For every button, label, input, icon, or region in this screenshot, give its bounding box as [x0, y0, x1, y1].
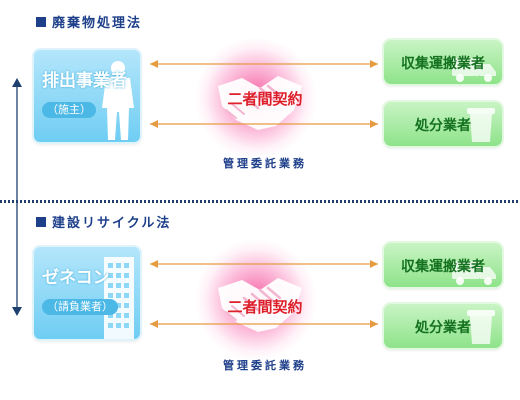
discharger-label: 排出事業者: [42, 71, 127, 91]
contract-arrows: [150, 60, 378, 128]
section-title-waste-law: 廃棄物処理法: [36, 12, 142, 31]
building-icon: [104, 257, 134, 339]
disposal-box: 処分業者: [384, 304, 502, 348]
management-outsourcing-label: 管理委託業務: [223, 157, 307, 170]
collection-transport-box: 収集運搬業者: [384, 40, 502, 84]
two-party-contract-label: 二者間契約: [227, 298, 303, 316]
handshake-icon: [218, 278, 302, 332]
collection-transport-box: 収集運搬業者: [384, 243, 502, 287]
contractor-sub-label: （請負業者）: [42, 299, 118, 315]
disposal-box: 処分業者: [384, 102, 502, 146]
person-icon: [102, 61, 134, 140]
collection-transport-label: 収集運搬業者: [401, 259, 485, 275]
trash-bin-icon: [467, 108, 495, 142]
discharger-box: 排出事業者 （施主）: [34, 50, 140, 142]
handshake-icon: [218, 76, 302, 130]
disposal-label: 処分業者: [415, 320, 471, 336]
client-sub-label: （施主）: [42, 102, 96, 118]
section-divider: [0, 200, 520, 203]
square-bullet-icon: [36, 217, 46, 227]
section-title-recycling-law: 建設リサイクル法: [36, 212, 171, 231]
two-party-contract-label: 二者間契約: [227, 90, 303, 108]
collection-transport-label: 収集運搬業者: [401, 56, 485, 72]
trash-bin-icon: [467, 310, 495, 344]
truck-icon: [452, 261, 496, 285]
general-contractor-label: ゼネコン: [42, 268, 110, 288]
vertical-double-arrow: [12, 78, 22, 316]
square-bullet-icon: [36, 17, 46, 27]
management-outsourcing-label: 管理委託業務: [223, 359, 307, 372]
general-contractor-box: ゼネコン （請負業者）: [34, 247, 140, 339]
contract-arrows: [150, 260, 378, 328]
disposal-label: 処分業者: [415, 118, 471, 134]
truck-icon: [452, 58, 496, 82]
